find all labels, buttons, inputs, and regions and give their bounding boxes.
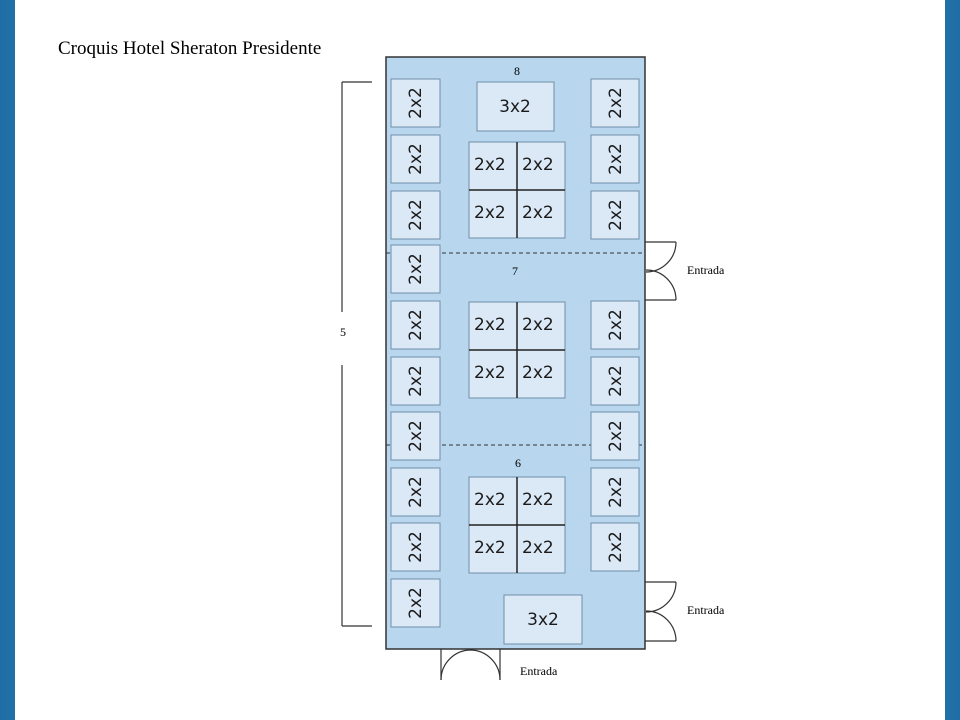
booth-2x2[interactable] bbox=[590, 356, 640, 406]
booth-2x2[interactable] bbox=[516, 189, 566, 239]
booth-2x2[interactable] bbox=[468, 141, 518, 191]
booth-2x2[interactable] bbox=[390, 578, 441, 628]
door-right-upper[interactable] bbox=[645, 241, 677, 301]
booth-clusters-center: 2x2 2x2 2x2 2x2 2x2 2x2 2x2 2x2 2x2 2x2 2x2 2x2 bbox=[468, 141, 566, 574]
booth-label: 3x2 bbox=[527, 610, 559, 630]
booth-label: 2x2 bbox=[406, 531, 426, 563]
booth-2x2[interactable] bbox=[390, 522, 441, 572]
booth-label: 2x2 bbox=[522, 363, 554, 383]
door-right-lower[interactable] bbox=[645, 581, 677, 642]
booth-label: 3x2 bbox=[499, 97, 531, 117]
booth-cluster: 2x2 2x2 2x2 2x2 bbox=[468, 476, 566, 574]
booth-2x2[interactable] bbox=[390, 356, 441, 406]
booth-3x2-top[interactable] bbox=[476, 81, 555, 132]
booth-label: 2x2 bbox=[406, 199, 426, 231]
booth-2x2[interactable] bbox=[590, 467, 640, 517]
booth-2x2[interactable] bbox=[590, 300, 640, 350]
booth-2x2[interactable] bbox=[590, 134, 640, 184]
dimension-bracket bbox=[341, 81, 372, 627]
booth-label: 2x2 bbox=[406, 587, 426, 619]
booth-2x2[interactable] bbox=[390, 190, 441, 240]
booth-label: 2x2 bbox=[522, 490, 554, 510]
booth-label: 2x2 bbox=[474, 363, 506, 383]
booth-column-right: 2x2 2x2 2x2 2x2 2x2 2x2 2x2 2x2 bbox=[590, 78, 640, 572]
booth-label: 2x2 bbox=[474, 538, 506, 558]
booth-2x2[interactable] bbox=[390, 411, 441, 461]
entrance-label-right-lower: Entrada bbox=[687, 603, 725, 617]
booth-column-left: 2x2 2x2 2x2 2x2 2x2 2x2 2x2 2x2 2x2 2x2 bbox=[390, 78, 441, 628]
booth-2x2[interactable] bbox=[590, 78, 640, 128]
booth-label: 2x2 bbox=[406, 253, 426, 285]
entrance-label-right-upper: Entrada bbox=[687, 263, 725, 277]
booth-label: 2x2 bbox=[606, 199, 626, 231]
booth-label: 2x2 bbox=[522, 538, 554, 558]
booth-2x2[interactable] bbox=[390, 467, 441, 517]
booth-3x2-bottom[interactable] bbox=[503, 594, 583, 645]
booth-2x2[interactable] bbox=[590, 411, 640, 461]
booth-cluster: 2x2 2x2 2x2 2x2 bbox=[468, 301, 566, 399]
door-bottom[interactable] bbox=[440, 649, 501, 681]
booth-2x2[interactable] bbox=[390, 78, 441, 128]
booth-label: 2x2 bbox=[406, 365, 426, 397]
page-title: Croquis Hotel Sheraton Presidente bbox=[58, 38, 322, 59]
booth-2x2[interactable] bbox=[468, 189, 518, 239]
booth-label: 2x2 bbox=[406, 476, 426, 508]
booth-label: 2x2 bbox=[606, 420, 626, 452]
booth-label: 2x2 bbox=[606, 87, 626, 119]
entrance-label-bottom: Entrada bbox=[520, 664, 558, 678]
section-label-7: 7 bbox=[512, 264, 518, 278]
booth-label: 2x2 bbox=[522, 203, 554, 223]
booth-2x2[interactable] bbox=[590, 522, 640, 572]
booth-label: 2x2 bbox=[474, 315, 506, 335]
booth-label: 2x2 bbox=[474, 155, 506, 175]
booth-label: 2x2 bbox=[474, 203, 506, 223]
booth-label: 2x2 bbox=[606, 309, 626, 341]
booth-label: 2x2 bbox=[406, 87, 426, 119]
section-label-8: 8 bbox=[514, 64, 520, 78]
booth-2x2[interactable] bbox=[390, 300, 441, 350]
booth-2x2[interactable] bbox=[590, 190, 640, 240]
booth-label: 2x2 bbox=[522, 155, 554, 175]
booth-label: 2x2 bbox=[474, 490, 506, 510]
section-label-6: 6 bbox=[515, 456, 521, 470]
booth-2x2[interactable] bbox=[390, 134, 441, 184]
booth-label: 2x2 bbox=[406, 420, 426, 452]
booth-label: 2x2 bbox=[406, 143, 426, 175]
booth-cluster: 2x2 2x2 2x2 2x2 bbox=[468, 141, 566, 239]
dimension-label: 5 bbox=[340, 325, 346, 339]
booth-2x2[interactable] bbox=[516, 141, 566, 191]
booth-2x2[interactable] bbox=[468, 476, 518, 526]
booth-2x2[interactable] bbox=[516, 301, 566, 351]
booth-label: 2x2 bbox=[606, 365, 626, 397]
booth-label: 2x2 bbox=[406, 309, 426, 341]
booth-label: 2x2 bbox=[606, 531, 626, 563]
booth-label: 2x2 bbox=[606, 143, 626, 175]
booth-label: 2x2 bbox=[522, 315, 554, 335]
booth-label: 2x2 bbox=[606, 476, 626, 508]
booth-2x2[interactable] bbox=[390, 244, 441, 294]
booth-2x2[interactable] bbox=[516, 476, 566, 526]
